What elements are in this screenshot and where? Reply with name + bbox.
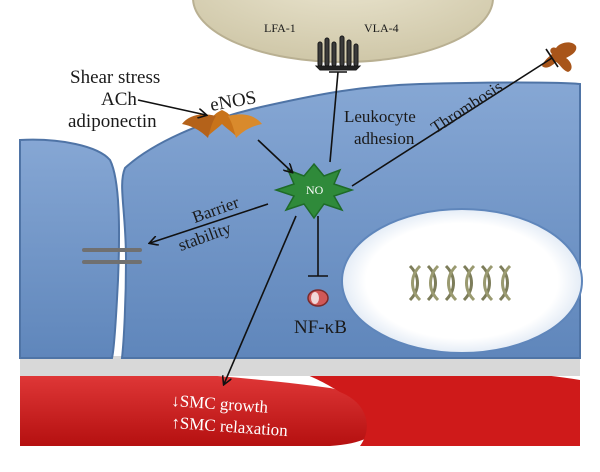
nfkb-molecule-icon bbox=[307, 289, 329, 307]
stimulus-ach: ACh bbox=[101, 89, 137, 110]
no-star-icon bbox=[273, 162, 355, 220]
nfkb-label: NF-κB bbox=[294, 317, 347, 338]
pathway-arrows bbox=[137, 48, 559, 384]
platelet-icon bbox=[542, 42, 577, 72]
no-inhibits-adhesion bbox=[329, 71, 339, 163]
leukocyte-adhesion-label-line1: Leukocyte bbox=[344, 107, 416, 126]
stimulus-adiponectin: adiponectin bbox=[68, 111, 157, 132]
lfa1-label: LFA-1 bbox=[264, 21, 296, 35]
stimuli-to-enos-arrow bbox=[137, 99, 206, 115]
stimulus-shear-stress: Shear stress bbox=[70, 67, 161, 88]
vla4-label: VLA-4 bbox=[364, 21, 399, 35]
dna-helix-icon bbox=[408, 264, 512, 302]
basement-membrane bbox=[20, 356, 580, 376]
integrin-receptor-icon bbox=[314, 35, 362, 71]
enos-receptor-icon bbox=[182, 110, 262, 138]
endothelial-cell-left bbox=[19, 138, 121, 359]
no-inhibits-thrombosis-bar bbox=[545, 48, 559, 68]
smooth-muscle-layer-right bbox=[300, 369, 580, 446]
nucleus bbox=[341, 208, 583, 354]
smooth-muscle-layer bbox=[20, 370, 380, 446]
no-to-smc-arrow bbox=[224, 215, 297, 384]
leukocyte-adhesion-label-line2: adhesion bbox=[354, 129, 415, 148]
junction-icon bbox=[82, 248, 142, 264]
enos-to-no-arrow bbox=[257, 139, 292, 172]
no-inhibits-thrombosis bbox=[351, 57, 553, 187]
no-to-barrier-arrow bbox=[150, 203, 269, 243]
no-label: NO bbox=[306, 183, 324, 197]
